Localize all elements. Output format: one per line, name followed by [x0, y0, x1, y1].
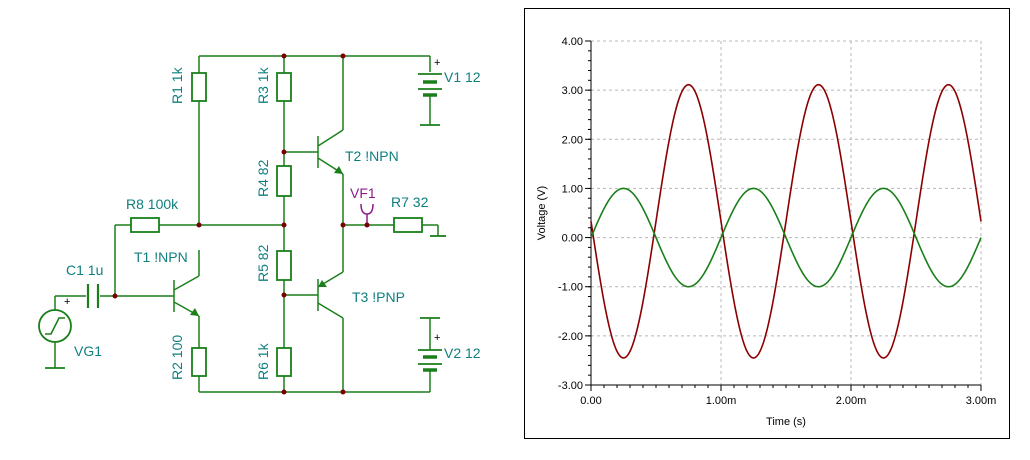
t1-label: T1 !NPN [134, 249, 188, 265]
r5-body [276, 250, 292, 281]
vg1-source [38, 309, 72, 343]
v1-plus: + [434, 57, 440, 69]
r8-label: R8 100k [126, 196, 179, 212]
x-tick-label: 0.00 [580, 395, 601, 407]
r4-label: R4 82 [255, 159, 271, 197]
r1-body [191, 72, 207, 102]
r2-label: R2 100 [169, 335, 185, 380]
y-tick-label: 2.00 [562, 134, 583, 146]
x-tick-label: 2.00m [836, 395, 867, 407]
r5-label: R5 82 [255, 244, 271, 282]
r7-body [393, 217, 423, 233]
c1-capacitor [86, 284, 100, 308]
y-tick-label: 3.00 [562, 85, 583, 97]
y-tick-label: -1.00 [558, 282, 583, 294]
r6-body [276, 347, 292, 377]
v1-battery [418, 73, 442, 97]
vf1-probe [360, 203, 374, 215]
x-tick-label: 1.00m [706, 395, 737, 407]
v2-battery [418, 349, 442, 372]
oscilloscope-panel: 4.00 3.00 2.00 1.00 0.00 -1.00 -2.00 -3.00 0.00 1… [524, 8, 1010, 439]
series-line-2 [590, 187, 982, 288]
y-tick-label: 4.00 [562, 36, 583, 48]
r8-body [130, 217, 160, 233]
y-axis-label: Voltage (V) [536, 186, 548, 240]
t3-label: T3 !PNP [352, 289, 405, 305]
series-line-1 [590, 83, 982, 359]
r2-body [191, 347, 207, 377]
r3-label: R3 1k [255, 66, 271, 104]
v1-label: V1 12 [444, 69, 481, 85]
circuit-schematic: R1 1k R3 1k R4 82 R5 82 R2 100 R6 1k V1 … [38, 53, 481, 395]
y-tick-label: 1.00 [562, 183, 583, 195]
v2-plus: + [434, 332, 440, 344]
junction-nodes [112, 53, 370, 395]
t1-emitter-arrow [190, 308, 199, 316]
r7-label: R7 32 [391, 194, 429, 210]
c1-label: C1 1u [66, 262, 103, 278]
r1-label: R1 1k [169, 66, 185, 104]
t3-emitter-arrow [318, 280, 327, 287]
x-axis-label: Time (s) [766, 416, 806, 428]
y-tick-label: -3.00 [558, 380, 583, 392]
transistor-arrows [190, 166, 343, 316]
resistors [130, 72, 423, 377]
ground-symbols [45, 124, 446, 369]
vg1-plus: + [64, 296, 70, 308]
voltage-time-chart: 4.00 3.00 2.00 1.00 0.00 -1.00 -2.00 -3.00 0.00 1… [536, 36, 997, 428]
y-tick-label: 0.00 [562, 233, 583, 245]
r6-label: R6 1k [255, 342, 271, 380]
v2-label: V2 12 [444, 345, 481, 361]
x-tick-label: 3.00m [966, 395, 997, 407]
r4-body [276, 165, 292, 197]
t2-label: T2 !NPN [345, 148, 399, 164]
vg1-label: VG1 [74, 343, 102, 359]
t2-emitter-arrow [334, 166, 343, 174]
vf1-label: VF1 [350, 185, 376, 201]
wires [54, 55, 439, 393]
y-tick-label: -2.00 [558, 331, 583, 343]
r3-body [276, 72, 292, 102]
